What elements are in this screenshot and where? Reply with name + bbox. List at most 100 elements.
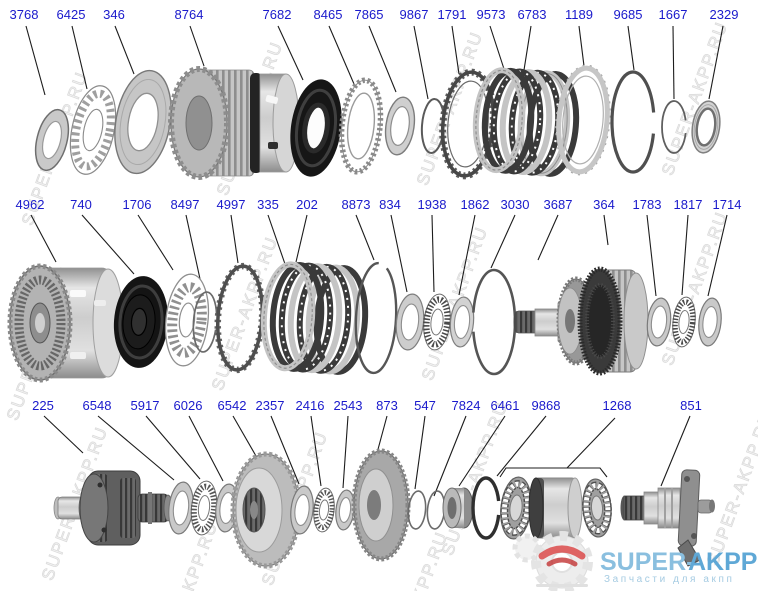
row1-parts bbox=[34, 64, 721, 180]
part-label-9573: 9573 bbox=[477, 7, 506, 22]
leader-line-9685 bbox=[627, 25, 635, 71]
part-label-1268: 1268 bbox=[603, 398, 632, 413]
part-2329-sealing-ring bbox=[691, 100, 721, 154]
part-label-740: 740 bbox=[70, 197, 92, 212]
part-5917-needle-bearing bbox=[190, 480, 218, 536]
part-label-6425: 6425 bbox=[57, 7, 86, 22]
part-1783-washer bbox=[646, 297, 672, 347]
part-1268-bearing-kit bbox=[500, 476, 612, 540]
leader-line-3768 bbox=[25, 25, 46, 96]
leader-line-6548 bbox=[97, 415, 175, 481]
leader-line-7865 bbox=[368, 25, 397, 93]
part-label-9867: 9867 bbox=[400, 7, 429, 22]
part-6461-hub-collar bbox=[442, 487, 474, 529]
part-1189-steel-plate bbox=[555, 64, 611, 176]
part-label-1862: 1862 bbox=[461, 197, 490, 212]
leader-line-225 bbox=[43, 415, 84, 454]
leader-line-873 bbox=[376, 415, 388, 454]
logo-red-swoosh-icon bbox=[538, 545, 586, 560]
leader-line-346 bbox=[114, 25, 135, 75]
leader-line-6425 bbox=[71, 25, 88, 90]
part-1667-snap-ring bbox=[661, 100, 687, 154]
part-label-6026: 6026 bbox=[174, 398, 203, 413]
part-1938-needle-bearing bbox=[423, 293, 451, 351]
part-1817-needle-bearing bbox=[672, 296, 696, 348]
leader-bracket-1268 bbox=[499, 467, 608, 478]
leader-line-8873 bbox=[355, 214, 375, 261]
part-label-4962: 4962 bbox=[16, 197, 45, 212]
leader-line-851 bbox=[660, 415, 691, 487]
part-547-ring bbox=[407, 490, 427, 530]
part-1706-slotted-spring-retainer bbox=[164, 273, 210, 367]
part-label-8497: 8497 bbox=[171, 197, 200, 212]
part-label-6542: 6542 bbox=[218, 398, 247, 413]
leader-line-7824 bbox=[433, 415, 467, 497]
part-6425-wave-spring-washer bbox=[69, 85, 117, 175]
part-label-6461: 6461 bbox=[491, 398, 520, 413]
part-7682-oil-seal bbox=[290, 79, 342, 177]
logo-gear-icon bbox=[512, 531, 593, 591]
part-label-2416: 2416 bbox=[296, 398, 325, 413]
row3-labels: 225 6548 5917 6026 6542 2357 2416 2543 8… bbox=[32, 398, 702, 413]
leader-line-2329 bbox=[708, 25, 724, 100]
part-label-9685: 9685 bbox=[614, 7, 643, 22]
part-3768-thrust-washer bbox=[34, 108, 70, 172]
part-8764-clutch-drum bbox=[168, 66, 300, 180]
leader-line-6026 bbox=[188, 415, 224, 482]
logo-tagline: Запчасти для акпп bbox=[604, 574, 735, 585]
leader-line-5917 bbox=[145, 415, 201, 480]
leader-line-4997 bbox=[230, 214, 239, 264]
part-8497-snap-ring bbox=[192, 291, 218, 353]
logo-brand-part2: AKPP bbox=[688, 548, 757, 576]
part-label-3687: 3687 bbox=[544, 197, 573, 212]
leader-line-1268 bbox=[566, 417, 616, 469]
part-label-8873: 8873 bbox=[342, 197, 371, 212]
leader-line-740 bbox=[81, 214, 135, 275]
leader-line-8497 bbox=[185, 214, 203, 289]
leader-line-6461 bbox=[458, 415, 506, 487]
row2-parts bbox=[7, 261, 722, 383]
leader-line-1714 bbox=[707, 214, 728, 297]
leader-line-9867 bbox=[413, 25, 429, 100]
part-label-3030: 3030 bbox=[501, 197, 530, 212]
part-label-364: 364 bbox=[593, 197, 615, 212]
leader-line-1817 bbox=[681, 214, 689, 296]
row3-leader-lines bbox=[43, 415, 691, 497]
logo-brand-part1: SUPER- bbox=[600, 548, 694, 576]
leader-line-1862 bbox=[458, 214, 476, 296]
part-7865-metal-ring bbox=[384, 96, 416, 156]
part-2543-washer bbox=[335, 489, 355, 531]
part-label-1817: 1817 bbox=[674, 197, 703, 212]
part-label-8764: 8764 bbox=[175, 7, 204, 22]
part-label-6783: 6783 bbox=[518, 7, 547, 22]
part-label-7682: 7682 bbox=[263, 7, 292, 22]
part-label-225: 225 bbox=[32, 398, 54, 413]
part-label-335: 335 bbox=[257, 197, 279, 212]
part-873-drum bbox=[351, 448, 411, 562]
leader-line-1189 bbox=[578, 25, 585, 67]
row1-leader-lines bbox=[25, 25, 724, 100]
leader-line-6542 bbox=[232, 415, 257, 457]
part-label-834: 834 bbox=[379, 197, 401, 212]
leader-line-3687 bbox=[537, 214, 559, 261]
part-335-202-clutch-pack bbox=[260, 261, 369, 375]
part-label-3768: 3768 bbox=[10, 7, 39, 22]
part-4962-clutch-drum bbox=[7, 263, 124, 383]
part-label-8465: 8465 bbox=[314, 7, 343, 22]
leader-line-4962 bbox=[30, 214, 57, 263]
leader-line-1791 bbox=[451, 25, 460, 75]
leader-line-3030 bbox=[490, 214, 516, 269]
part-2357-washer bbox=[290, 485, 314, 535]
part-label-851: 851 bbox=[680, 398, 702, 413]
leader-line-364 bbox=[603, 214, 609, 246]
leader-line-1938 bbox=[431, 214, 435, 293]
part-label-2357: 2357 bbox=[256, 398, 285, 413]
leader-line-7682 bbox=[277, 25, 304, 81]
part-2416-needle-bearing bbox=[313, 487, 335, 533]
leader-line-2357 bbox=[270, 415, 300, 485]
part-8873-large-ring bbox=[354, 261, 398, 375]
part-851-output-flange bbox=[620, 469, 715, 567]
part-label-1791: 1791 bbox=[438, 7, 467, 22]
part-label-5917: 5917 bbox=[131, 398, 160, 413]
